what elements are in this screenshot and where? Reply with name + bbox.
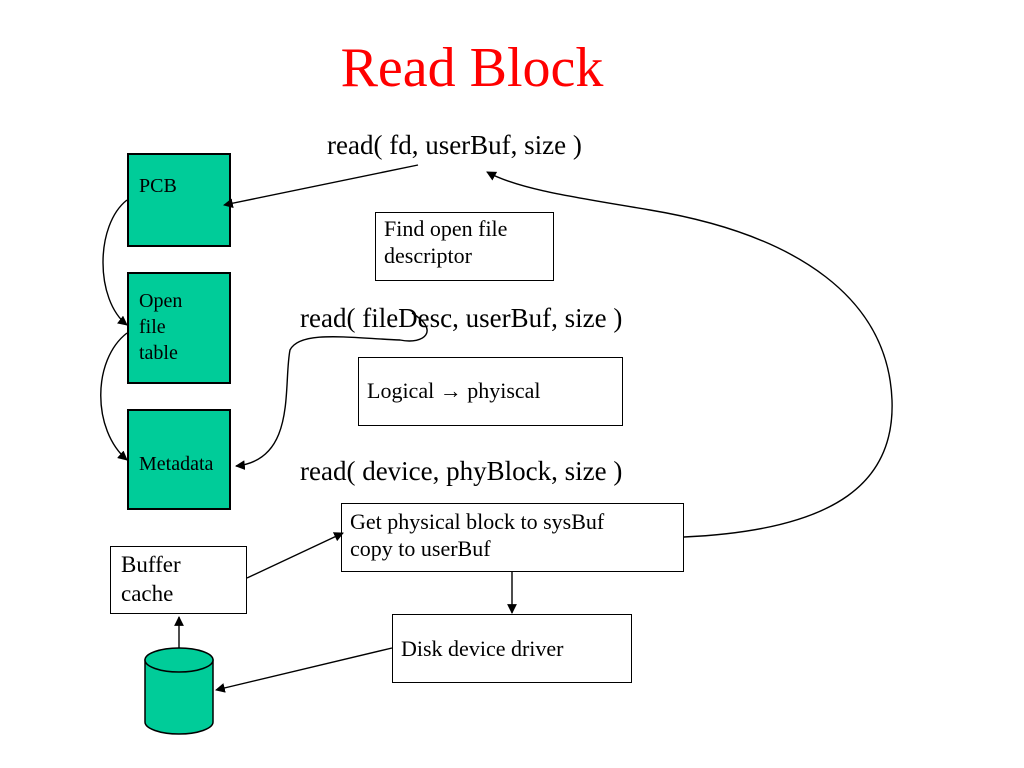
- open-file-table-line-1: Open: [139, 290, 183, 312]
- metadata-box: Metadata: [127, 409, 231, 510]
- buffer-cache-box: Buffer cache: [110, 546, 247, 614]
- right-arrow-icon: →: [439, 378, 462, 403]
- disk-icon: [144, 647, 214, 735]
- curve-open-file-table-to-metadata: [100, 332, 128, 461]
- find-descriptor-line-1: Find open file: [384, 216, 508, 241]
- arrow-read-to-pcb: [223, 164, 419, 209]
- metadata-label: Metadata: [139, 453, 214, 475]
- get-block-line-2: copy to userBuf: [350, 536, 491, 561]
- curve-pcb-to-open-file-table: [102, 199, 128, 326]
- open-file-table-line-2: file: [139, 316, 166, 338]
- open-file-table-line-3: table: [139, 342, 178, 364]
- disk-driver-label: Disk device driver: [401, 636, 564, 661]
- disk-driver-box: Disk device driver: [392, 614, 632, 683]
- pcb-box: PCB: [127, 153, 231, 247]
- arrow-cache-to-get-block: [246, 532, 344, 579]
- find-descriptor-box: Find open file descriptor: [375, 212, 554, 281]
- buffer-cache-line-1: Buffer: [121, 552, 181, 577]
- get-block-box: Get physical block to sysBuf copy to use…: [341, 503, 684, 572]
- arrow-return-to-read: [486, 171, 893, 538]
- logical-label: Logical: [367, 378, 435, 403]
- read-filedesc-call: read( fileDesc, userBuf, size ): [300, 303, 623, 333]
- arrow-filedesc-to-metadata: [235, 312, 428, 471]
- buffer-cache-line-2: cache: [121, 581, 174, 606]
- physical-label: phyiscal: [467, 378, 541, 403]
- read-device-call: read( device, phyBlock, size ): [300, 456, 623, 486]
- logical-physical-box: Logical → phyiscal: [358, 357, 623, 426]
- open-file-table-box: Open file table: [127, 272, 231, 384]
- get-block-line-1: Get physical block to sysBuf: [350, 509, 605, 534]
- find-descriptor-line-2: descriptor: [384, 243, 472, 268]
- pcb-label: PCB: [139, 175, 177, 197]
- read-fd-call: read( fd, userBuf, size ): [327, 130, 582, 160]
- arrow-driver-to-disk: [215, 647, 393, 693]
- slide-title: Read Block: [340, 37, 604, 99]
